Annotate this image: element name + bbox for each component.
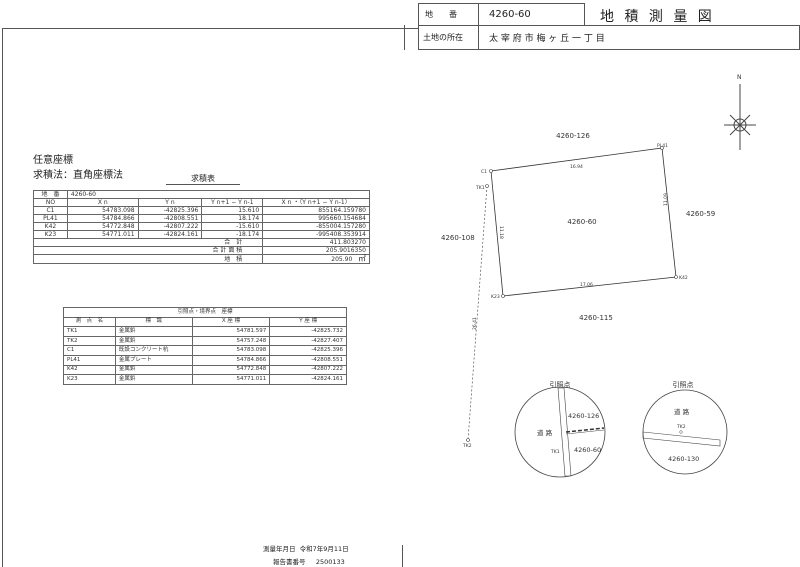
point-label-tk1: TK1 (475, 185, 485, 191)
report-no-row: 報告書番号 2500133 (273, 556, 345, 566)
ref2-road: 道 路 (674, 407, 690, 416)
point-label-c1: C1 (481, 169, 487, 175)
distance-left: 11.18 (498, 226, 504, 239)
survey-date-row: 測量年月日 令和7年9月11日 (263, 543, 349, 553)
frame-top-line (2, 28, 418, 29)
cell: -42824.161 (269, 374, 347, 385)
ref2-title: 引照点 (673, 380, 694, 389)
point-marker (489, 169, 493, 173)
north-arrow-icon (724, 84, 756, 150)
document-title: 地 積 測 量 図 (600, 9, 715, 25)
frame-divider (404, 25, 405, 50)
method-label: 求積法：直角座標法 (33, 170, 123, 181)
distance-bottom: 17.06 (580, 282, 593, 288)
point-marker (660, 146, 664, 150)
neighbor-south: 4260-115 (579, 314, 613, 322)
point-label-tk2: TK2 (462, 443, 472, 449)
north-label: N (737, 74, 742, 81)
ref1-title: 引照点 (550, 380, 571, 389)
area-value: 205.90 (331, 256, 353, 263)
ref2-point: TK2 (676, 424, 686, 430)
parcel-label: 4260-60 (567, 218, 596, 226)
distance-top: 16.94 (570, 164, 583, 170)
reference-detail-2: 引照点 道 路 TK2 4260-130 (642, 380, 728, 475)
point-marker (674, 275, 678, 279)
area-table-title: 求積表 (166, 173, 240, 185)
neighbor-east: 4260-59 (686, 210, 715, 218)
reference-detail-1: 引照点 道 路 4260-126 4260-60 TK1 (514, 380, 606, 478)
distance-right: 11.09 (663, 193, 669, 206)
frame-left-line (2, 28, 3, 567)
neighbor-north: 4260-126 (556, 132, 590, 140)
point-label-pl41: PL41 (657, 143, 668, 149)
point-label-k23: K23 (491, 294, 500, 300)
area-label: 地 積 (32, 254, 264, 264)
point-label-k42: K42 (679, 275, 688, 281)
ref2-lot: 4260-130 (668, 455, 699, 463)
report-no: 2500133 (315, 558, 345, 566)
survey-date-label: 測量年月日 (263, 545, 296, 553)
reference-line (467, 185, 488, 441)
area-row: 地 積 205.90 ㎡ (32, 254, 370, 264)
ref1-road: 道 路 (537, 428, 553, 437)
area-unit: ㎡ (358, 254, 366, 263)
distance-reference: 26.41 (472, 317, 478, 330)
point-marker (485, 184, 489, 188)
ref1-lot-b: 4260-60 (574, 446, 601, 454)
ref1-point: TK1 (550, 449, 560, 455)
point-marker (501, 294, 505, 298)
footer-divider (402, 545, 403, 567)
ref1-lot-a: 4260-126 (568, 412, 599, 420)
report-no-label: 報告書番号 (273, 558, 306, 566)
neighbor-west: 4260-108 (441, 234, 475, 242)
survey-date: 令和7年9月11日 (299, 545, 349, 553)
point-marker (466, 438, 470, 442)
cell: 金属鋲 (114, 374, 193, 385)
coord-system-label: 任意座標 (33, 155, 73, 166)
